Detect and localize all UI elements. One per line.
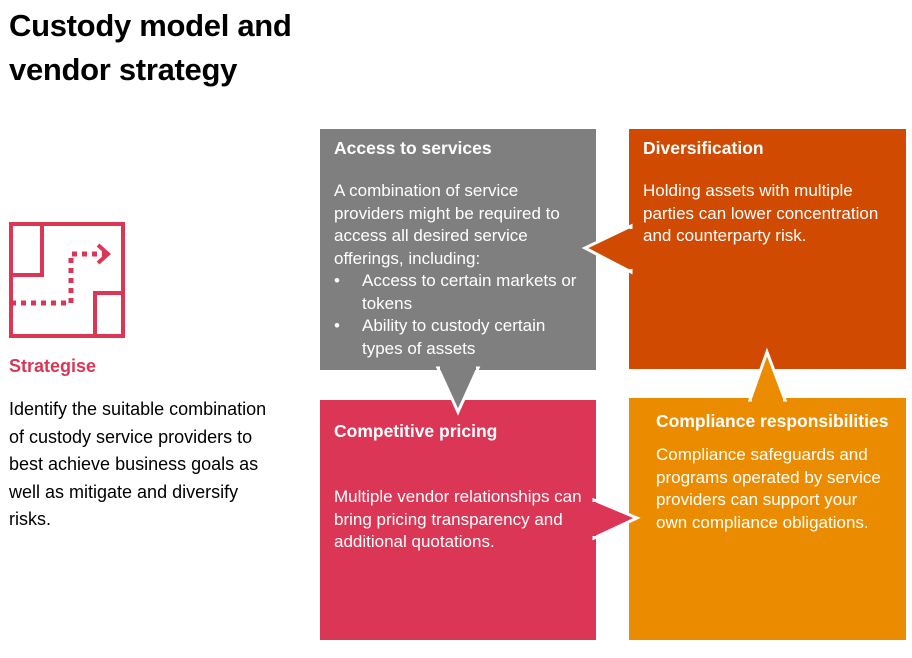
compliance-body: Compliance safeguards and programs opera… [656,445,881,532]
access-pointer [435,366,481,416]
strategise-label: Strategise [9,356,97,376]
diversification-pointer [581,223,633,275]
strategy-path-icon [9,222,125,338]
diversification-body: Holding assets with multiple parties can… [643,181,879,245]
access-to-services-box: Access to services A combination of serv… [320,129,596,370]
access-body: A combination of service providers might… [334,181,560,268]
pricing-pointer [592,497,641,541]
pricing-body: Multiple vendor relationships can bring … [334,487,582,551]
access-heading: Access to services [334,138,492,158]
title-line-2: vendor strategy [9,52,238,87]
access-bullet: Ability to custody certain types of asse… [334,315,582,360]
page-title: Custody model and vendor strategy [9,4,292,92]
compliance-heading: Compliance responsibilities [656,411,889,431]
access-bullets: Access to certain markets or tokens Abil… [334,270,582,360]
access-bullet: Access to certain markets or tokens [334,270,582,315]
diversification-box: Diversification Holding assets with mult… [629,129,906,369]
title-line-1: Custody model and [9,8,292,43]
competitive-pricing-box: Competitive pricing Multiple vendor rela… [320,400,596,640]
compliance-box: Compliance responsibilities Compliance s… [629,398,906,640]
strategise-description: Identify the suitable combination of cus… [9,399,267,529]
compliance-pointer [747,347,788,402]
pricing-heading: Competitive pricing [334,421,498,441]
diversification-heading: Diversification [643,138,764,158]
